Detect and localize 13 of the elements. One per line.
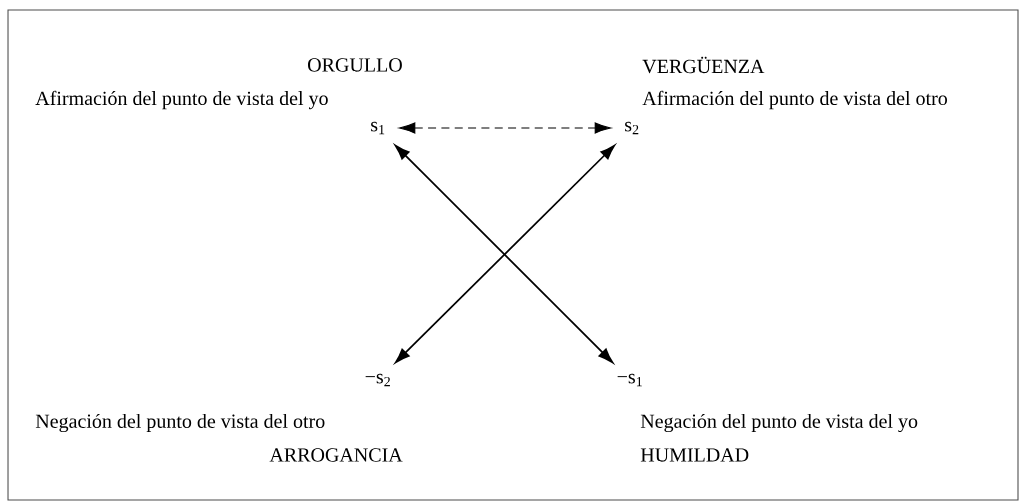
text-label: Afirmación del punto de vista del otro xyxy=(642,90,948,110)
text-label: Negación del punto de vista del yo xyxy=(640,413,918,433)
variable-label: s$_{2}$ xyxy=(625,121,639,135)
text-label: HUMILDAD xyxy=(640,448,749,462)
variable-label: −s$_{1}$ xyxy=(617,373,642,387)
variable-label: s$_{1}$ xyxy=(371,121,385,135)
text-label: Afirmación del punto de vista del yo xyxy=(35,90,328,110)
text-label: Negación del punto de vista del otro xyxy=(35,413,325,433)
text-label: ORGULLO xyxy=(308,58,402,72)
variable-label: −s$_{2}$ xyxy=(365,373,390,387)
arrow xyxy=(398,122,612,134)
text-label: ARROGANCIA xyxy=(269,448,403,462)
text-label: VERGÜENZA xyxy=(642,56,765,74)
